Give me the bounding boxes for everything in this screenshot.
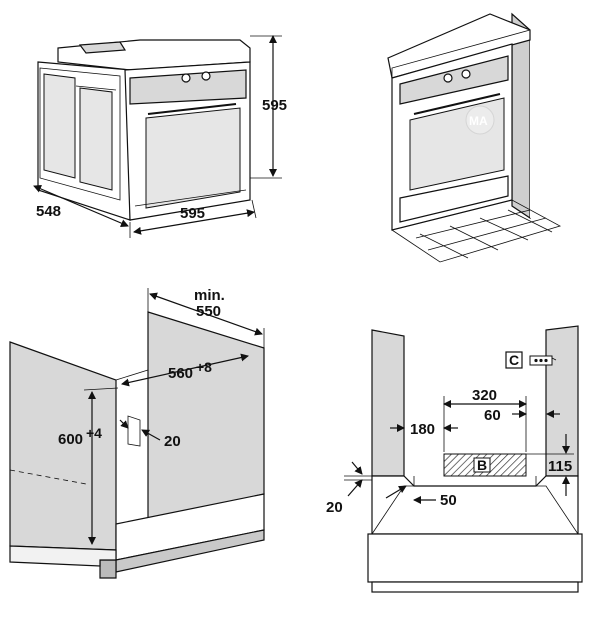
cutout-width-tolerance: +8 — [196, 359, 212, 375]
dim-180-label: 180 — [410, 421, 435, 438]
oven-depth-label: 548 — [36, 203, 61, 220]
oven-dimensions-panel: 595 548 595 — [33, 35, 287, 238]
cutout-width-label: 560 — [168, 365, 193, 382]
dim-115-label: 115 — [548, 458, 572, 475]
watermark-logo: MA — [469, 114, 488, 128]
oven-height-label: 595 — [262, 97, 287, 114]
dim-320-label: 320 — [472, 387, 497, 404]
cabinet-dimensions-panel: min. 550 560 +8 600 +4 20 — [9, 287, 265, 579]
min-label: min. — [194, 287, 225, 304]
area-b-label: B — [477, 457, 487, 473]
front-section-panel: B C 320 60 180 115 20 — [326, 325, 583, 593]
min-depth-label: 550 — [196, 303, 221, 320]
cutout-height-tolerance: +4 — [86, 425, 102, 441]
gap-label: 20 — [164, 433, 181, 450]
connector-c-label: C — [509, 352, 519, 368]
dim-20-label: 20 — [326, 499, 343, 516]
cutout-height-label: 600 — [58, 431, 83, 448]
oven-width-label: 595 — [180, 205, 205, 222]
installed-oven-panel: MA — [387, 12, 562, 263]
dim-50-label: 50 — [440, 492, 457, 509]
dim-60-label: 60 — [484, 407, 501, 424]
